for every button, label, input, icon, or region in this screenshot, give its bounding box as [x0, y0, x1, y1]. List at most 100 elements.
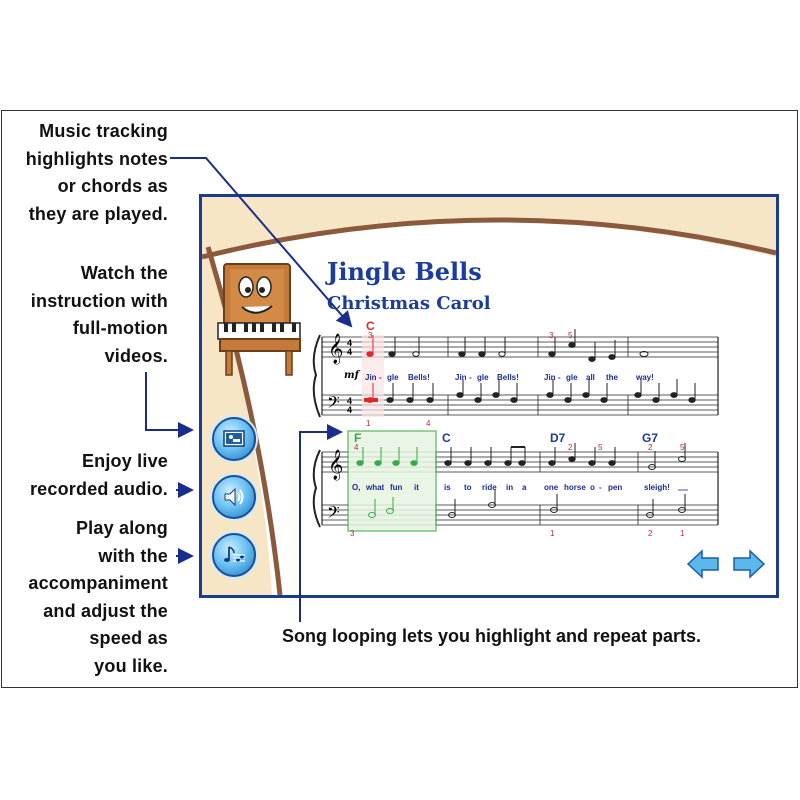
lyric-syllable: Jin — [544, 373, 556, 382]
callout-line: highlights notes — [25, 148, 168, 169]
callout-line: accompaniment — [28, 573, 168, 593]
lyric-syllable: Bells! — [497, 373, 519, 382]
finger-number: 2 — [648, 443, 653, 452]
callout-line: Watch the — [80, 263, 168, 283]
brace-row-1 — [312, 334, 321, 418]
lyric-syllable: in — [506, 483, 514, 492]
finger-number: 1 — [550, 529, 555, 538]
chord-label: C — [366, 319, 375, 333]
song-title: Jingle Bells — [327, 257, 482, 286]
arrow-left-icon[interactable] — [686, 547, 720, 581]
lyric-syllable: sleigh! — [644, 483, 670, 492]
callout-line: Play along — [75, 518, 168, 538]
lyric-syllable: Jin — [365, 373, 377, 382]
callout-looping: Song looping lets you highlight and repe… — [282, 626, 702, 646]
callout-line: you like. — [94, 655, 168, 676]
pointer-tracking — [170, 157, 353, 328]
lyric-syllable: Bells! — [408, 373, 430, 382]
lyric-syllable: horse — [564, 483, 586, 492]
callout-play-along: Play along with the accompaniment and ad… — [28, 515, 168, 680]
app-screen: 𝄞 𝄢 4 4 4 4 — [199, 194, 779, 598]
chord-label: C — [442, 431, 451, 445]
lyric-syllable: one — [544, 483, 559, 492]
lyric-syllable: gle — [387, 373, 399, 382]
board-arc-top — [202, 217, 776, 260]
row-2-treble-notes — [356, 443, 686, 470]
chord-label: D7 — [550, 431, 566, 445]
song-subtitle: Christmas Carol — [327, 293, 491, 314]
finger-number: 1 — [366, 419, 371, 428]
callout-line: they are played. — [28, 203, 168, 224]
row-1-treble-notes — [366, 329, 649, 362]
lyric-syllable: all — [586, 373, 595, 382]
lyric-syllable: - — [599, 483, 602, 492]
treble-clef-row-2: 𝄞 — [328, 449, 343, 481]
time-sig-row-1-top: 4 — [347, 338, 352, 348]
chord-label: G7 — [642, 431, 659, 445]
speaker-icon — [224, 487, 244, 507]
callout-line: full-motion — [72, 318, 168, 338]
pointer-video — [145, 372, 194, 438]
lyric-syllable: the — [606, 373, 618, 382]
time-sig-row-1-bottom: 4 — [347, 347, 352, 357]
callout-music-tracking: Music tracking highlights notes or chord… — [26, 118, 168, 228]
lyric-syllable: Jin — [455, 373, 467, 382]
video-button[interactable] — [212, 417, 256, 461]
finger-number: 4 — [426, 419, 431, 428]
callout-line: instruction with — [30, 290, 168, 311]
row-2-bass-notes — [368, 489, 686, 518]
board-arc-left — [205, 246, 283, 595]
piano-mascot-image — [217, 263, 301, 376]
audio-button[interactable] — [212, 475, 256, 519]
callout-line: Enjoy live — [81, 451, 168, 471]
finger-number: 5 — [598, 443, 603, 452]
lyric-syllable: gle — [566, 373, 578, 382]
lyric-syllable: way! — [636, 373, 654, 382]
bass-clef-row-2: 𝄢 — [327, 502, 340, 526]
brace-row-2 — [312, 449, 321, 528]
lyric-syllable: o — [590, 483, 595, 492]
finger-number: 3 — [368, 331, 373, 340]
chord-label: F — [354, 431, 362, 445]
bass-clef-row-1: 𝄢 — [327, 392, 340, 416]
finger-number: 3 — [350, 529, 355, 538]
dynamic-marking: mf — [344, 370, 359, 381]
finger-number: 3 — [549, 331, 554, 340]
lyric-syllable: ride — [482, 483, 497, 492]
callout-line: or chords as — [57, 176, 168, 196]
finger-number: 5 — [680, 443, 685, 452]
finger-number: 5 — [568, 331, 573, 340]
video-icon — [223, 430, 245, 447]
treble-clef-row-1: 𝄞 — [328, 333, 343, 365]
lyric-syllable: gle — [477, 373, 489, 382]
lyric-syllable: - — [379, 373, 382, 382]
callout-line: Music tracking — [39, 121, 168, 141]
lyric-syllable: it — [414, 483, 419, 492]
lyric-syllable: a — [522, 483, 527, 492]
lyric-syllable: - — [558, 373, 561, 382]
finger-number: 4 — [354, 443, 359, 452]
time-sig-row-1b-top: 4 — [347, 396, 352, 406]
callout-audio: Enjoy live recorded audio. — [30, 448, 168, 503]
arrow-right-icon[interactable] — [732, 547, 766, 581]
music-notes-icon — [224, 546, 245, 562]
callout-video: Watch the instruction with full-motion v… — [31, 260, 168, 370]
callout-line: with the — [98, 545, 168, 566]
row-1-bass-notes — [364, 379, 696, 403]
accompaniment-button[interactable] — [212, 533, 256, 577]
callout-line: videos. — [104, 345, 168, 366]
lyric-syllable: is — [444, 483, 451, 492]
lyric-syllable: fun — [390, 483, 403, 492]
finger-number: 2 — [648, 529, 653, 538]
time-sig-row-1b-bottom: 4 — [347, 405, 352, 415]
callout-line: recorded audio. — [29, 478, 168, 499]
lyric-syllable: - — [469, 373, 472, 382]
lyric-syllable: O, — [352, 483, 361, 492]
callout-line: and adjust the — [43, 600, 168, 621]
lyric-syllable: what — [366, 483, 385, 492]
finger-number: 1 — [680, 529, 685, 538]
pointer-looping — [299, 424, 343, 622]
lyric-syllable: pen — [608, 483, 623, 492]
lyric-syllable: to — [464, 483, 472, 492]
